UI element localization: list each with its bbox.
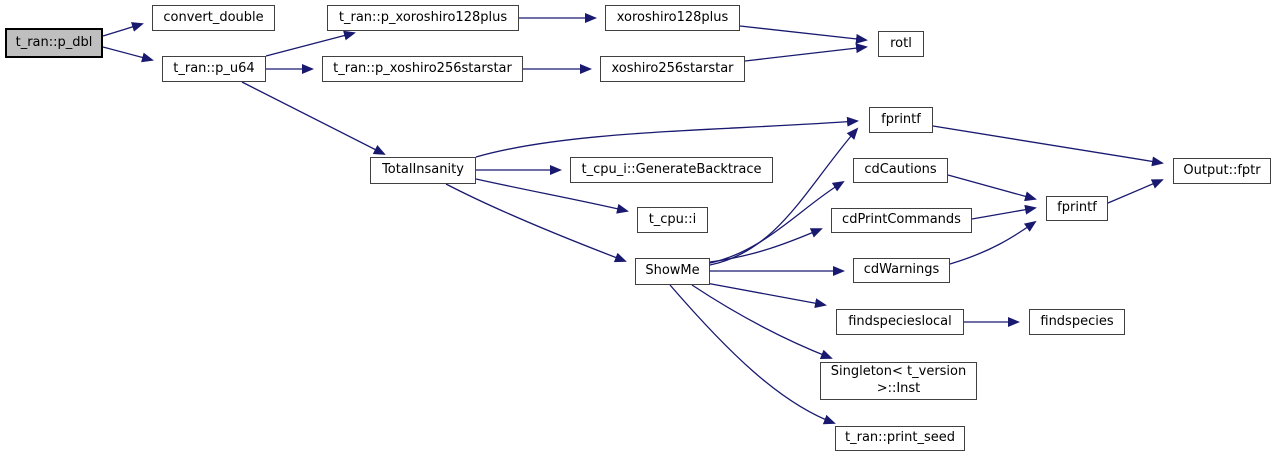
node-cdcautions[interactable]: cdCautions <box>853 158 948 183</box>
edge-ShowMe-cdCautions <box>709 180 845 264</box>
node-t-cpu-i-generatebacktrace[interactable]: t_cpu_i::GenerateBacktrace <box>570 157 773 183</box>
edge-ShowMe-findspecieslocal <box>705 282 827 309</box>
node-convert-double[interactable]: convert_double <box>152 5 275 31</box>
edge-ShowMe-Singleton_Inst <box>691 284 833 360</box>
node-cdwarnings[interactable]: cdWarnings <box>853 258 950 283</box>
node-cdprintcommands[interactable]: cdPrintCommands <box>831 208 972 233</box>
node-t-ran-p-xoroshiro128plus[interactable]: t_ran::p_xoroshiro128plus <box>327 5 519 31</box>
edge-TotalInsanity-t_cpu_i <box>475 178 629 214</box>
edge-TotalInsanity-ShowMe <box>445 183 627 263</box>
node-totalinsanity[interactable]: TotalInsanity <box>370 157 476 184</box>
node-t-ran-p-dbl: t_ran::p_dbl <box>5 28 103 58</box>
node-t-ran-p-u64[interactable]: t_ran::p_u64 <box>162 56 266 82</box>
edge-ShowMe-t_ran_print_seed <box>669 284 836 425</box>
edge-t_ran_p_u64-t_ran_p_xoroshiro128plus <box>265 30 356 57</box>
node-t-ran-print-seed[interactable]: t_ran::print_seed <box>835 426 965 451</box>
node-singleton-t-version-inst[interactable]: Singleton< t_version >::Inst <box>820 362 977 400</box>
edge-ShowMe-fprintf_1 <box>709 127 859 266</box>
edge-t_ran_p_dbl-convert_double <box>102 22 144 37</box>
edge-fprintf_1-Output_fptr <box>932 125 1164 167</box>
edge-xoroshiro128plus-rotl <box>739 25 868 44</box>
edge-TotalInsanity-fprintf_1 <box>475 116 859 158</box>
edge-cdCautions-fprintf_2 <box>947 174 1037 202</box>
node-findspecieslocal[interactable]: findspecieslocal <box>836 309 964 335</box>
node-rotl[interactable]: rotl <box>878 31 924 57</box>
node-xoroshiro128plus[interactable]: xoroshiro128plus <box>605 5 740 31</box>
node-fprintf-1[interactable]: fprintf <box>869 107 933 133</box>
edge-t_ran_p_dbl-t_ran_p_u64 <box>102 46 154 63</box>
edge-xoshiro256starstar-rotl <box>744 43 868 62</box>
edge-cdWarnings-fprintf_2 <box>949 220 1037 265</box>
node-t-ran-p-xoshiro256starstar[interactable]: t_ran::p_xoshiro256starstar <box>322 56 523 82</box>
node-fprintf-2[interactable]: fprintf <box>1046 196 1108 221</box>
node-t-cpu-i[interactable]: t_cpu::i <box>637 207 708 233</box>
node-findspecies[interactable]: findspecies <box>1029 309 1125 335</box>
node-showme[interactable]: ShowMe <box>635 258 710 285</box>
node-output-fptr[interactable]: Output::fptr <box>1173 158 1271 184</box>
node-xoshiro256starstar[interactable]: xoshiro256starstar <box>600 56 745 82</box>
edge-fprintf_2-Output_fptr <box>1107 179 1164 204</box>
edge-t_ran_p_u64-TotalInsanity <box>241 81 386 155</box>
edge-cdPrintCommands-fprintf_2 <box>971 204 1037 220</box>
edge-ShowMe-cdPrintCommands <box>709 228 823 263</box>
